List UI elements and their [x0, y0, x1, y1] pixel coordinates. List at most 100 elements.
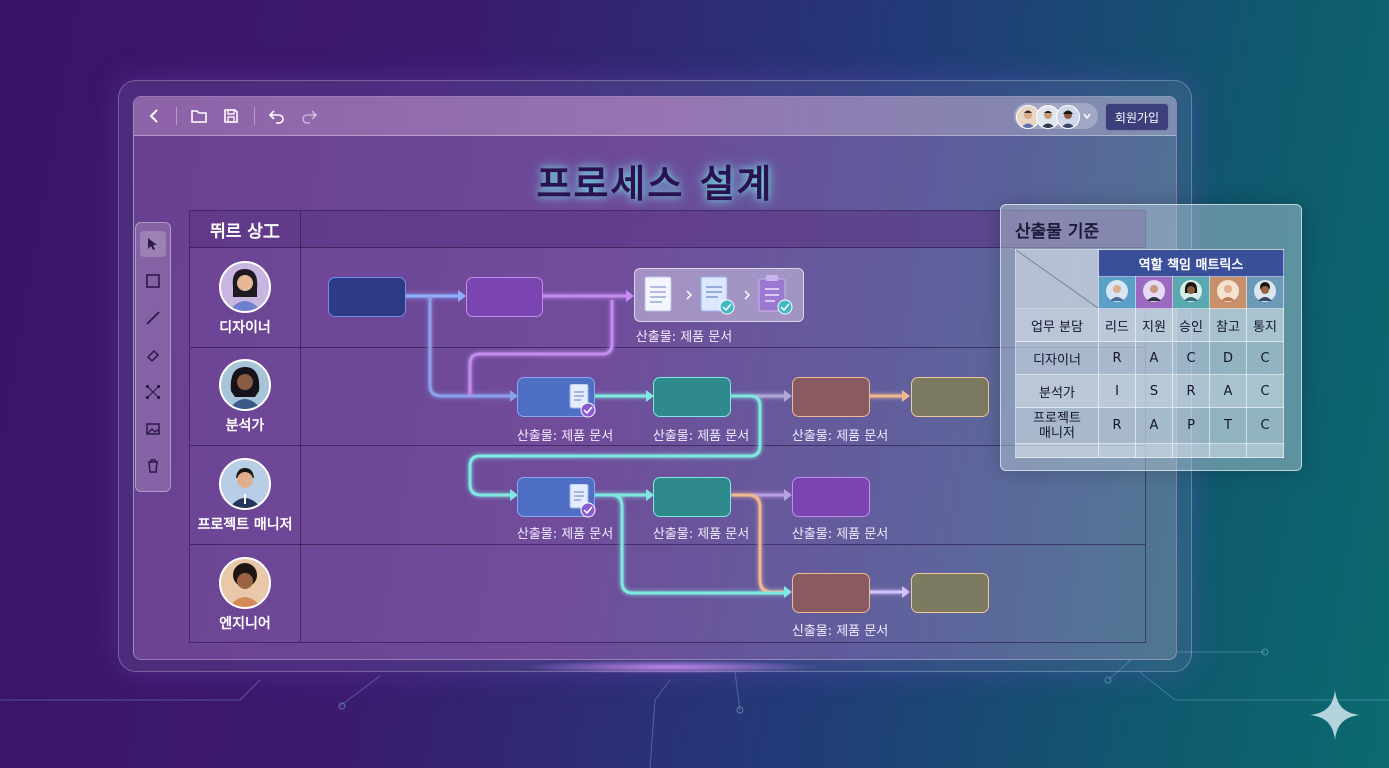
matrix-cell: A — [1209, 374, 1247, 408]
trash-icon[interactable] — [140, 453, 166, 479]
matrix-cell — [1015, 443, 1099, 458]
deliverable-criteria-panel: 산출물 기준 역할 책임 매트릭스 업무 분담 리드 지원 승인 참고 통지 디… — [1000, 204, 1302, 471]
undo-icon[interactable] — [266, 105, 288, 127]
raci-matrix: 역할 책임 매트릭스 업무 분담 리드 지원 승인 참고 통지 디자이너 R A… — [1015, 248, 1284, 458]
avatar — [1098, 276, 1136, 309]
chevron-down-icon[interactable] — [1082, 111, 1092, 121]
board-title: 뛰르 상工 — [210, 221, 280, 242]
matrix-cell — [1246, 443, 1284, 458]
lane-divider — [190, 347, 1145, 348]
process-box[interactable] — [653, 377, 731, 417]
avatar — [1056, 105, 1080, 129]
toolbar-divider — [176, 107, 177, 125]
process-box[interactable] — [328, 277, 406, 317]
line-icon[interactable] — [140, 305, 166, 331]
lane-name: 프로젝트 매니저 — [197, 517, 293, 533]
sparkle-icon — [1310, 690, 1360, 740]
matrix-column-header: 지원 — [1135, 308, 1173, 342]
back-icon[interactable] — [144, 105, 166, 127]
matrix-cell — [1098, 443, 1136, 458]
deliverable-label: 산출물: 제품 문서 — [516, 429, 614, 444]
deliverable-label: 신출물: 제품 문서 — [791, 624, 889, 639]
tool-sidebar — [135, 222, 171, 492]
image-icon[interactable] — [140, 416, 166, 442]
matrix-cell: A — [1135, 341, 1173, 375]
avatar — [219, 557, 271, 609]
document-check-icon — [569, 384, 596, 418]
document-check-icon — [569, 484, 596, 518]
process-box[interactable] — [466, 277, 543, 317]
page-title: 프로세스 설계 — [536, 162, 774, 206]
matrix-cell: T — [1209, 407, 1247, 444]
process-box[interactable] — [792, 477, 870, 517]
board-header: 뛰르 상工 — [190, 211, 1145, 248]
collaborator-avatars[interactable] — [1014, 103, 1098, 129]
matrix-cell: P — [1172, 407, 1210, 444]
deliverable-label: 산출물: 제품 문서 — [791, 527, 889, 542]
deliverable-label: 산출물: 제품 문서 — [791, 429, 889, 444]
matrix-cell: D — [1209, 341, 1247, 375]
matrix-cell — [1135, 443, 1173, 458]
avatar — [219, 359, 271, 411]
matrix-cell: R — [1172, 374, 1210, 408]
matrix-cell: R — [1098, 407, 1136, 444]
deliverable-doc-group[interactable] — [634, 268, 804, 322]
matrix-column-header: 승인 — [1172, 308, 1210, 342]
matrix-cell: C — [1172, 341, 1210, 375]
matrix-cell: A — [1135, 407, 1173, 444]
lane-column-divider — [300, 211, 301, 642]
process-box[interactable] — [792, 377, 870, 417]
matrix-cell: I — [1098, 374, 1136, 408]
avatar — [219, 261, 271, 313]
deliverable-label: 산출물: 제품 문서 — [652, 429, 750, 444]
screen-glow — [520, 660, 820, 674]
lane-engineer: 엔지니어 — [190, 557, 300, 633]
matrix-cell: C — [1246, 407, 1284, 444]
avatar — [219, 458, 271, 510]
matrix-cell — [1209, 443, 1247, 458]
deliverable-label: 산출물: 제품 문서 — [635, 330, 733, 345]
process-box[interactable] — [653, 477, 731, 517]
select-icon[interactable] — [140, 231, 166, 257]
process-box[interactable] — [911, 377, 989, 417]
matrix-cell: S — [1135, 374, 1173, 408]
process-box[interactable] — [517, 477, 596, 518]
avatar — [1209, 276, 1247, 309]
avatar — [1135, 276, 1173, 309]
matrix-role: 프로젝트 매니저 — [1015, 407, 1099, 444]
process-box[interactable] — [911, 573, 989, 613]
matrix-cell: C — [1246, 341, 1284, 375]
save-icon[interactable] — [220, 105, 242, 127]
rectangle-icon[interactable] — [140, 268, 166, 294]
avatar — [1246, 276, 1284, 309]
transform-icon[interactable] — [140, 379, 166, 405]
eraser-icon[interactable] — [140, 342, 166, 368]
matrix-column-header: 참고 — [1209, 308, 1247, 342]
lane-designer: 디자이너 — [190, 261, 300, 337]
matrix-cell — [1172, 443, 1210, 458]
process-box[interactable] — [792, 573, 870, 613]
matrix-role: 디자이너 — [1015, 341, 1099, 375]
panel-title: 산출물 기준 — [1015, 222, 1100, 242]
folder-icon[interactable] — [188, 105, 210, 127]
lane-name: 분석가 — [225, 418, 265, 434]
toolbar-divider — [254, 107, 255, 125]
lane-name: 디자이너 — [219, 320, 271, 336]
lane-name: 엔지니어 — [219, 616, 271, 632]
lane-project-manager: 프로젝트 매니저 — [190, 458, 300, 534]
matrix-role: 분석가 — [1015, 374, 1099, 408]
deliverable-label: 산출물: 제품 문서 — [652, 527, 750, 542]
process-box[interactable] — [517, 377, 596, 418]
matrix-corner — [1015, 249, 1099, 309]
matrix-cell: C — [1246, 374, 1284, 408]
redo-icon[interactable] — [298, 105, 320, 127]
matrix-row-header: 업무 분담 — [1015, 308, 1099, 342]
top-toolbar: 회원가입 — [134, 97, 1176, 136]
lane-analyst: 분석가 — [190, 359, 300, 435]
matrix-column-header: 통지 — [1246, 308, 1284, 342]
signup-button[interactable]: 회원가입 — [1105, 103, 1169, 131]
avatar — [1172, 276, 1210, 309]
lane-divider — [190, 544, 1145, 545]
matrix-column-header: 리드 — [1098, 308, 1136, 342]
matrix-cell: R — [1098, 341, 1136, 375]
